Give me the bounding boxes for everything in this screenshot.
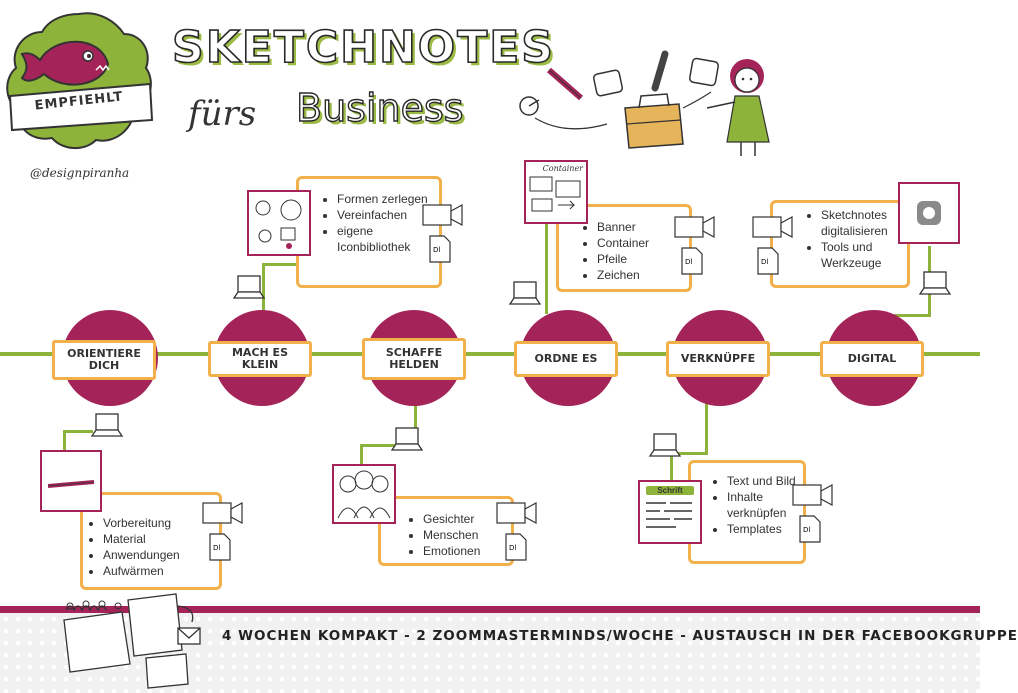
laptop-icon: [648, 433, 682, 457]
stage-thumbnail: [332, 464, 396, 524]
connector: [262, 263, 265, 315]
document-icon: Dl: [429, 235, 451, 263]
connector: [360, 444, 363, 466]
list-item: Pfeile: [597, 251, 689, 267]
page-subtitle-fuers: fürs: [188, 94, 257, 134]
laptop-icon: [90, 413, 124, 437]
stage-label-ordne-es: ORDNE ES: [514, 341, 618, 377]
timeline-line: [0, 352, 980, 356]
connector: [414, 392, 417, 432]
document-icon: Dl: [681, 247, 703, 275]
svg-text:Dl: Dl: [213, 544, 220, 552]
list-item: Zeichen: [597, 267, 689, 283]
pencil-icon: [47, 480, 95, 488]
connector: [894, 314, 931, 317]
list-item: Aufwärmen: [103, 563, 219, 579]
list-item: Inhalte verknüpfen: [727, 489, 803, 521]
video-icon: [202, 501, 243, 525]
list-item: Container: [597, 235, 689, 251]
svg-text:Dl: Dl: [761, 258, 768, 266]
footer-divider: [0, 606, 980, 613]
list-item: Gesichter: [423, 511, 511, 527]
document-icon: Dl: [505, 533, 527, 561]
stage-thumbnail: Container: [524, 160, 588, 224]
stage-label-digital: DIGITAL: [820, 341, 924, 377]
people-icon: [337, 470, 391, 519]
thumbnail-caption: Schrift: [646, 486, 694, 495]
app-icon: [917, 201, 941, 225]
stage-thumbnail: [898, 182, 960, 244]
svg-text:Dl: Dl: [803, 526, 810, 534]
list-item: Emotionen: [423, 543, 511, 559]
containers-icon: [529, 176, 581, 212]
page-subtitle-business: Business: [295, 85, 464, 130]
stage-label-mach-es-klein: MACH ES KLEIN: [208, 341, 312, 377]
stage-label-verknuepfe: VERKNÜPFE: [666, 341, 770, 377]
video-icon: [422, 203, 463, 227]
pencil-icon: [547, 67, 583, 101]
footer-text: 4 WOCHEN KOMPAKT - 2 ZOOMMASTERMINDS/WOC…: [222, 628, 1018, 644]
stage-card-mach-es-klein: Formen zerlegen Vereinfachen eigene Icon…: [296, 176, 442, 288]
list-item: Sketchnotes digitalisieren: [821, 207, 907, 239]
document-icon: Dl: [757, 247, 779, 275]
svg-text:Dl: Dl: [433, 246, 440, 254]
list-item: Menschen: [423, 527, 511, 543]
list-item: Formen zerlegen: [337, 191, 439, 207]
stage-label-schaffe-helden: SCHAFFE HELDEN: [362, 338, 466, 380]
credit-text: @designpiranha: [30, 166, 130, 180]
lettering-icon: [646, 502, 692, 528]
laptop-icon: [918, 271, 952, 295]
icon-library-icon: [255, 199, 302, 249]
svg-text:Dl: Dl: [509, 544, 516, 552]
document-icon: Dl: [209, 533, 231, 561]
connector: [63, 430, 93, 433]
envelope-icon: [177, 627, 201, 645]
list-item: Vorbereitung: [103, 515, 219, 531]
connector: [670, 452, 708, 455]
connector: [545, 224, 548, 314]
video-icon: [752, 215, 793, 239]
laptop-icon: [232, 275, 266, 299]
thumbnail-caption: Container: [542, 164, 583, 173]
svg-text:Dl: Dl: [685, 258, 692, 266]
laptop-icon: [508, 281, 542, 305]
page-title: SKETCHNOTES: [171, 21, 555, 74]
list-item: Anwendungen: [103, 547, 219, 563]
stage-thumbnail: Schrift: [638, 480, 702, 544]
piranha-icon: [20, 40, 110, 86]
stage-card-verknuepfe: Text und Bild Inhalte verknüpfen Templat…: [688, 460, 806, 564]
connector: [63, 430, 66, 454]
stage-thumbnail: [247, 190, 311, 256]
list-item: Tools und Werkzeuge: [821, 239, 907, 271]
list-item: Banner: [597, 219, 689, 235]
list-item: Material: [103, 531, 219, 547]
toolbox-illustration: [519, 50, 770, 156]
video-icon: [674, 215, 715, 239]
video-icon: [496, 501, 537, 525]
list-item: Templates: [727, 521, 803, 537]
marker-icon: [651, 50, 669, 92]
connector: [262, 263, 296, 266]
stage-card-orientiere-dich: Vorbereitung Material Anwendungen Aufwär…: [80, 492, 222, 590]
stage-thumbnail: [40, 450, 102, 512]
list-item: Text und Bild: [727, 473, 803, 489]
list-item: Vereinfachen: [337, 207, 439, 223]
connector: [670, 452, 673, 482]
woman-character-icon: [706, 59, 770, 156]
sharpener-icon: [519, 96, 540, 116]
badge-blob-icon: [6, 12, 154, 149]
footer-illustration: [63, 593, 201, 689]
stage-card-schaffe-helden: Gesichter Menschen Emotionen: [378, 496, 514, 566]
list-item: eigene Iconbibliothek: [337, 223, 439, 255]
stage-card-digital: Sketchnotes digitalisieren Tools und Wer…: [770, 200, 910, 288]
stage-label-orientiere-dich: ORIENTIERE DICH: [52, 340, 156, 380]
laptop-icon: [390, 427, 424, 451]
video-icon: [792, 483, 833, 507]
recommendation-badge: EMPFIEHLT: [4, 8, 154, 153]
connector: [705, 392, 708, 452]
document-icon: Dl: [799, 515, 821, 543]
connector: [360, 444, 398, 447]
